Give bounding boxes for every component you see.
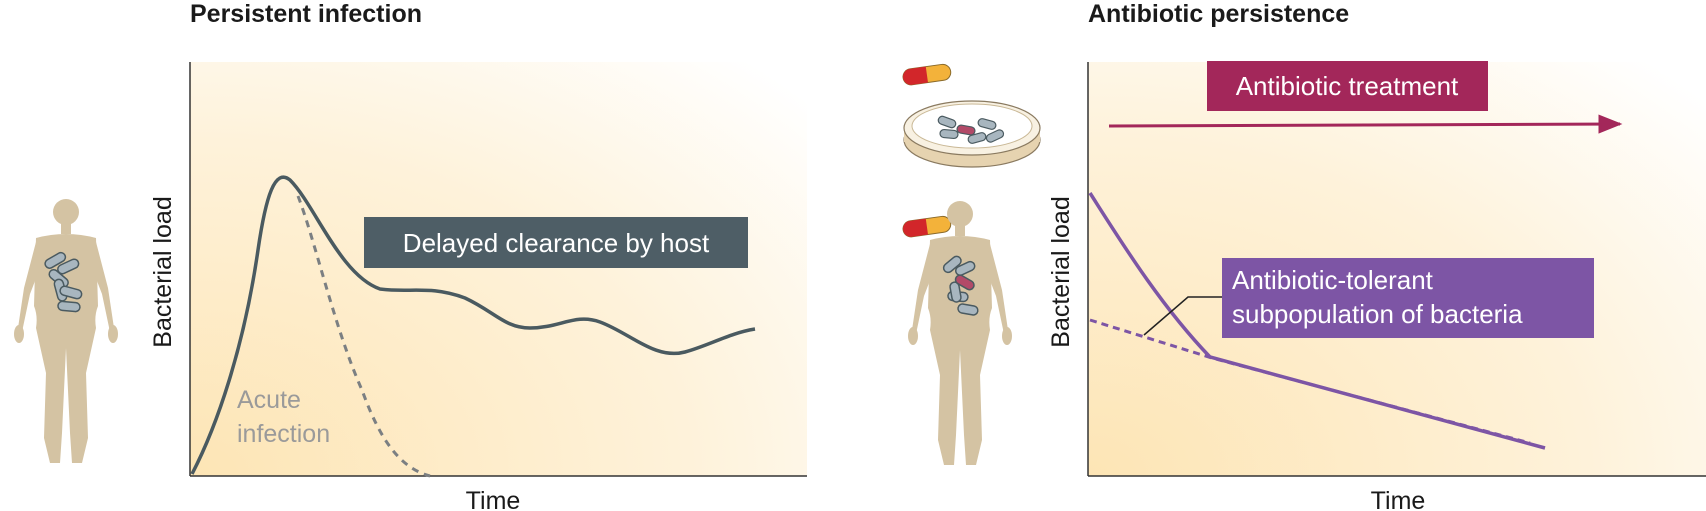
right-panel: Antibiotic persistence Time Bacterial lo…	[902, 0, 1706, 511]
arrow-right-icon	[1108, 114, 1623, 134]
left-panel: Persistent infection Time Bacterial load…	[14, 0, 807, 511]
left-x-axis-label: Time	[466, 487, 521, 511]
antibiotic-treatment-label: Antibiotic treatment	[1236, 71, 1459, 101]
left-y-axis-label: Bacterial load	[149, 196, 177, 347]
human-body-icon-right	[908, 201, 1012, 465]
pill-capsule-icon	[902, 63, 952, 86]
tolerant-label-line2: subpopulation of bacteria	[1232, 299, 1523, 329]
tolerant-subpopulation-box	[1222, 258, 1594, 338]
delayed-clearance-box	[364, 217, 748, 268]
right-y-axis-label: Bacterial load	[1047, 196, 1075, 347]
bacteria-cluster-icon	[44, 251, 83, 313]
tolerant-subpopulation-curve	[1089, 318, 1531, 445]
tolerant-label-line1: Antibiotic-tolerant	[1232, 265, 1434, 295]
total-population-curve	[1088, 192, 1546, 450]
acute-label-line2: infection	[237, 420, 330, 448]
delayed-clearance-label: Delayed clearance by host	[403, 228, 710, 258]
antibiotic-treatment-box	[1207, 61, 1488, 111]
left-plot-area	[190, 62, 807, 476]
tolerant-leader-line	[1143, 296, 1222, 336]
petri-dish-icon	[903, 100, 1041, 168]
pill-capsule-icon-2	[902, 215, 952, 238]
acute-label-line1: Acute	[237, 386, 301, 414]
human-body-icon	[14, 199, 118, 463]
right-x-axis-label: Time	[1371, 487, 1426, 511]
right-panel-title: Antibiotic persistence	[1088, 0, 1349, 28]
persistent-infection-curve	[190, 175, 756, 475]
left-panel-title: Persistent infection	[190, 0, 422, 28]
bacteria-cluster-icon-right	[942, 255, 979, 316]
